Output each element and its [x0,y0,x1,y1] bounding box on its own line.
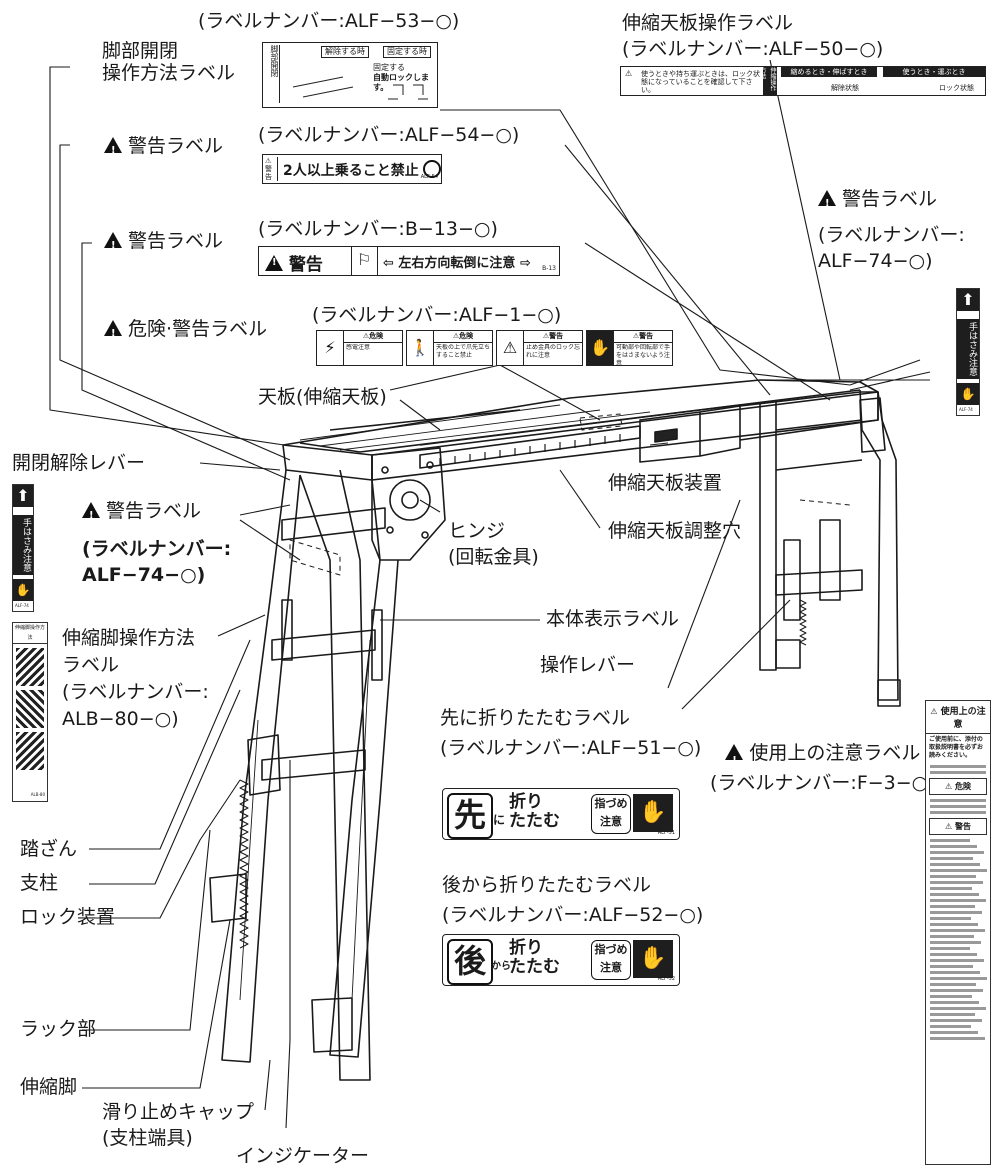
pinch-icon: ✋ [633,940,673,978]
warning-icon [104,137,122,162]
body-label: 本体表示ラベル [546,608,680,630]
alf74-left-title: (ラベルナンバー: ALF−74−○) [82,538,232,586]
rung-2 [271,629,376,661]
slip-cap-left [209,873,247,923]
op-lever-label: 操作レバー [540,654,636,676]
warning-icon [818,190,836,215]
caution-label-title: 使用上の注意ラベル (ラベルナンバー:F−3−○) [710,738,936,798]
lock-label: ロック装置 [20,906,116,928]
leg-open-close-label: 脚部開閉 操作方法ラベル [102,40,236,84]
indicator-label: インジケーター [236,1145,370,1167]
rack-label: ラック部 [20,1018,97,1040]
alf1-panel: ⚡⚠危険感電注意 [316,330,403,366]
tele-adjust-hole-label: 伸縮天板調整穴 [608,520,742,542]
caution-notice-sticker: ⚠ 使用上の注意 ご使用前に、添付の取扱説明書を必ずお読みください。 ⚠ 危険 … [925,700,991,1165]
rung-3 [261,749,366,781]
alf74-right-title: (ラベルナンバー: ALF−74−○) [818,224,965,272]
alb80-sticker: 伸縮脚操作方法 ALB-80 [12,622,48,802]
danger-warn-label: 危険·警告ラベル [104,318,267,345]
fold-first-title: 先に折りたたむラベル (ラベルナンバー:ALF−51−○) [440,707,702,759]
left-hinge [371,447,446,561]
fold-first-sticker: 先 に 折り たたむ 指づめ 注意 ✋ ALF-51 [442,788,680,840]
leader-lines [49,59,931,1129]
alf54-sticker: ⚠警告 2人以上乗ること禁止 ALF-54 [262,154,442,184]
alf50-title: 伸縮天板操作ラベル (ラベルナンバー:ALF−50−○) [622,12,884,60]
tele-leg-label: 伸縮脚操作方法 ラベル (ラベルナンバー: ALB−80−○) [62,627,209,730]
top-plate-label: 天板(伸縮天板) [258,386,387,408]
warning-icon [82,502,100,527]
lock-device [247,734,281,796]
tele-top-device-label: 伸縮天板装置 [608,472,723,494]
warn-label-left: 警告ラベル [82,500,201,527]
warn-label-2: 警告ラベル [104,230,223,257]
warning-icon [725,744,744,776]
alf1-panel: 🚶⚠危険天板の上で爪先立ちすること禁止 [406,330,493,366]
post-label: 支柱 [20,872,59,894]
rung-1 [281,507,386,541]
warning-icon [104,232,122,257]
alf54-title: (ラベルナンバー:ALF−54−○) [258,124,520,146]
alf1-panel: ⚠⚠警告止め金具のロック忘れに注意 [496,330,583,366]
pinch-icon: ✋ [633,794,673,832]
b13-title: (ラベルナンバー:B−13−○) [258,218,498,240]
hinge-label: ヒンジ (回転金具) [448,520,539,568]
alf74-right-sticker: ⬆ 手はさみ注意 ✋ ALF-74 [956,288,980,416]
warn-label-1: 警告ラベル [104,135,223,162]
fold-after-title: 後から折りたたむラベル (ラベルナンバー:ALF−52−○) [442,874,704,926]
rack-teeth [239,779,249,949]
alf53-icon [292,76,428,100]
alf53-title: (ラベルナンバー:ALF−53−○) [198,10,460,32]
b13-sticker: 警告 ⚐ ⇦ 左右方向転倒に注意 ⇨ B-13 [258,246,560,276]
alf53-sticker: 脚部開閉 解除する時 固定する時 固定する 自動ロックします。 [262,42,438,108]
step-label: 踏ざん [20,838,78,860]
fold-after-sticker: 後 から 折り たたむ 指づめ 注意 ✋ ALF-52 [442,934,680,986]
release-lever-label: 開閉解除レバー [12,452,146,474]
adjust-holes [439,434,621,466]
alf1-panel: ✋⚠警告可動部や回転部で手をはさまないよう注意 [586,330,673,366]
tele-leg-part-label: 伸縮脚 [20,1076,78,1098]
prohibit-icon [423,160,441,178]
alf50-sticker: ⚠ 使うときや持ち運ぶときは、ロック状態になっていることを確認して下さい。 伸縮… [620,66,986,96]
alf1-sticker: ⚡⚠危険感電注意🚶⚠危険天板の上で爪先立ちすること禁止⚠⚠警告止め金具のロック忘… [316,330,674,366]
warning-icon [104,320,122,345]
alf74-left-sticker: ⬆ 手はさみ注意 ✋ ALF-74 [12,484,34,612]
alf1-title: (ラベルナンバー:ALF−1−○) [312,304,562,326]
warn-label-right: 警告ラベル [818,188,937,215]
slip-cap-label: 滑り止めキャップ (支柱端具) [102,1101,255,1149]
